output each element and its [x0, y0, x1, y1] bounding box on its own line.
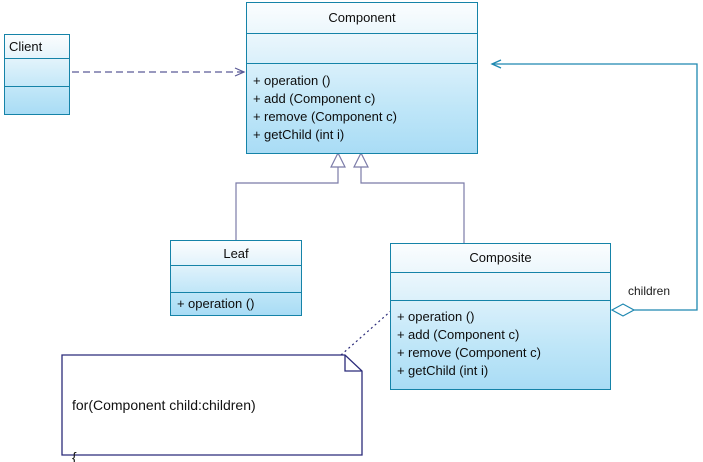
- visibility-marker: +: [253, 91, 261, 106]
- class-operations-section: +operation () +add (Component c) +remove…: [391, 301, 610, 389]
- visibility-marker: +: [253, 109, 261, 124]
- operation-signature: operation (): [264, 73, 331, 88]
- class-name-section: Client: [5, 35, 69, 59]
- note-annotation[interactable]: for(Component child:children) { child.op…: [62, 355, 362, 462]
- class-name-section: Component: [247, 3, 477, 34]
- class-name-leaf: Leaf: [223, 246, 249, 261]
- visibility-marker: +: [253, 73, 261, 88]
- note-code-block: for(Component child:children) { child.op…: [72, 365, 256, 462]
- operation-row: +getChild (int i): [253, 128, 477, 141]
- class-name-component: Component: [328, 10, 396, 25]
- note-code-line: {: [72, 449, 77, 462]
- operation-signature: remove (Component c): [408, 345, 541, 360]
- relation-leaf-generalization: [235, 151, 346, 240]
- operation-signature: add (Component c): [408, 327, 520, 342]
- operation-signature: operation (): [188, 296, 255, 311]
- operation-row: +operation (): [253, 74, 477, 87]
- operation-row: +remove (Component c): [397, 346, 610, 359]
- operation-signature: getChild (int i): [264, 127, 345, 142]
- visibility-marker: +: [397, 327, 405, 342]
- class-name-client: Client: [9, 39, 43, 54]
- relation-composite-generalization: [353, 151, 465, 243]
- class-box-component[interactable]: Component +operation () +add (Component …: [246, 2, 478, 154]
- class-attributes-section: [391, 273, 610, 301]
- class-name-composite: Composite: [469, 250, 532, 265]
- class-operations-section: [5, 87, 69, 114]
- visibility-marker: +: [177, 296, 185, 311]
- class-box-composite[interactable]: Composite +operation () +add (Component …: [390, 243, 611, 390]
- class-box-leaf[interactable]: Leaf +operation (): [170, 240, 302, 316]
- operation-row: +add (Component c): [253, 92, 477, 105]
- class-name-section: Composite: [391, 244, 610, 273]
- visibility-marker: +: [397, 345, 405, 360]
- note-code-line: for(Component child:children): [72, 397, 256, 413]
- note-shape: [61, 354, 363, 456]
- class-box-client[interactable]: Client: [4, 34, 70, 115]
- operation-row: +getChild (int i): [397, 364, 610, 377]
- operation-signature: add (Component c): [264, 91, 376, 106]
- operation-signature: getChild (int i): [408, 363, 489, 378]
- class-operations-section: +operation (): [171, 293, 301, 315]
- class-attributes-section: [247, 34, 477, 64]
- class-attributes-section: [5, 59, 69, 87]
- operation-row: +operation (): [177, 297, 301, 310]
- visibility-marker: +: [397, 309, 405, 324]
- visibility-marker: +: [253, 127, 261, 142]
- operation-row: +remove (Component c): [253, 110, 477, 123]
- operation-row: +operation (): [397, 310, 610, 323]
- association-role-label-children: children: [628, 284, 671, 298]
- visibility-marker: +: [397, 363, 405, 378]
- operation-signature: remove (Component c): [264, 109, 397, 124]
- operation-row: +add (Component c): [397, 328, 610, 341]
- operation-signature: operation (): [408, 309, 475, 324]
- relation-note-anchor: [340, 309, 393, 356]
- class-name-section: Leaf: [171, 241, 301, 266]
- class-attributes-section: [171, 266, 301, 293]
- class-operations-section: +operation () +add (Component c) +remove…: [247, 64, 477, 153]
- relation-composite-aggregation: [490, 59, 698, 317]
